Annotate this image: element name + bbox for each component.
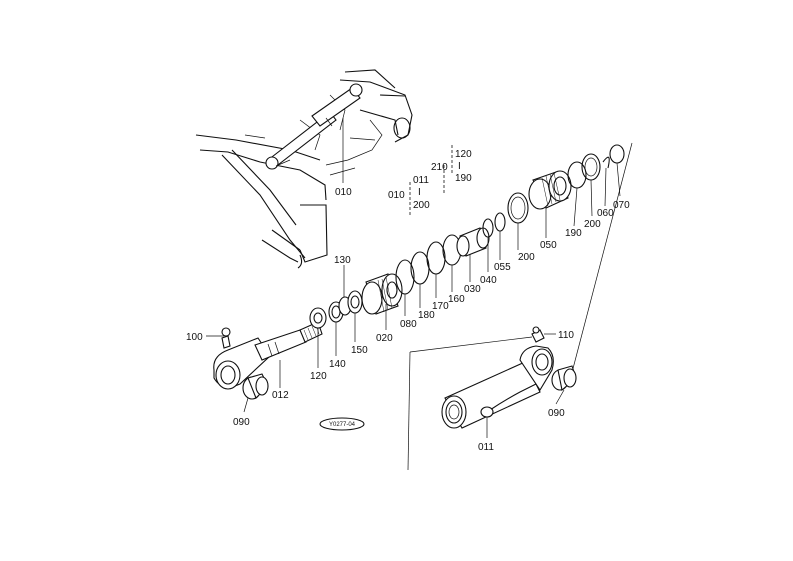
cylinder-barrel-assembly <box>441 326 577 429</box>
callout-040: 040 <box>480 275 497 286</box>
callout-170: 170 <box>432 301 449 312</box>
callout-060: 060 <box>597 208 614 219</box>
callout-140: 140 <box>329 359 346 370</box>
part-050-gland <box>528 170 572 210</box>
callout-090-b: 090 <box>548 408 565 419</box>
callout-200-range: 200 <box>413 200 430 211</box>
callout-120-range: 120 <box>455 149 472 160</box>
part-030-spacer <box>456 227 490 257</box>
callout-range-block: 010 011 I 200 210 120 I 190 <box>388 145 472 215</box>
callout-200-c: 200 <box>518 252 535 263</box>
callout-011-range: 011 <box>413 175 429 186</box>
part-170-ring <box>426 241 446 275</box>
frame-line-left <box>407 351 411 471</box>
callout-030: 030 <box>464 284 481 295</box>
callout-011: 011 <box>478 442 494 453</box>
callout-130: 130 <box>334 255 351 266</box>
figure-code-stamp: Y0277-04 <box>319 417 365 431</box>
callout-010-range: 010 <box>388 190 405 201</box>
part-150-ring <box>347 290 363 314</box>
part-180-ring <box>410 251 430 285</box>
frame-line-right <box>569 142 633 381</box>
figure-code: Y0277-04 <box>329 422 356 428</box>
piston-rod-assembly <box>213 321 323 400</box>
callout-110: 110 <box>558 330 574 341</box>
callout-120-b: 120 <box>310 371 327 382</box>
frame-line-lower <box>409 336 533 353</box>
callout-080: 080 <box>400 319 417 330</box>
callout-010-context: 010 <box>335 187 352 198</box>
seal-ring-stack <box>309 144 625 329</box>
callout-100: 100 <box>186 332 203 343</box>
callout-160: 160 <box>448 294 465 305</box>
part-120-nut <box>309 307 327 329</box>
range-separator: I <box>418 187 421 198</box>
callout-020: 020 <box>376 333 393 344</box>
part-020-piston <box>361 273 403 315</box>
leader-lines <box>206 162 621 438</box>
callout-012: 012 <box>272 390 289 401</box>
callout-050: 050 <box>540 240 557 251</box>
tractor-frame-sketch <box>195 69 413 269</box>
callout-070: 070 <box>613 200 630 211</box>
part-055-ring <box>494 212 506 232</box>
callout-150: 150 <box>351 345 368 356</box>
part-070-ring <box>609 144 625 164</box>
callout-190-range: 190 <box>455 173 472 184</box>
callout-180: 180 <box>418 310 435 321</box>
callout-055: 055 <box>494 262 511 273</box>
callout-210: 210 <box>431 162 448 173</box>
callout-200-b: 200 <box>584 219 601 230</box>
callout-190-b: 190 <box>565 228 582 239</box>
part-060-clip <box>602 156 610 169</box>
range-separator-2: I <box>458 161 461 172</box>
callout-090-a: 090 <box>233 417 250 428</box>
